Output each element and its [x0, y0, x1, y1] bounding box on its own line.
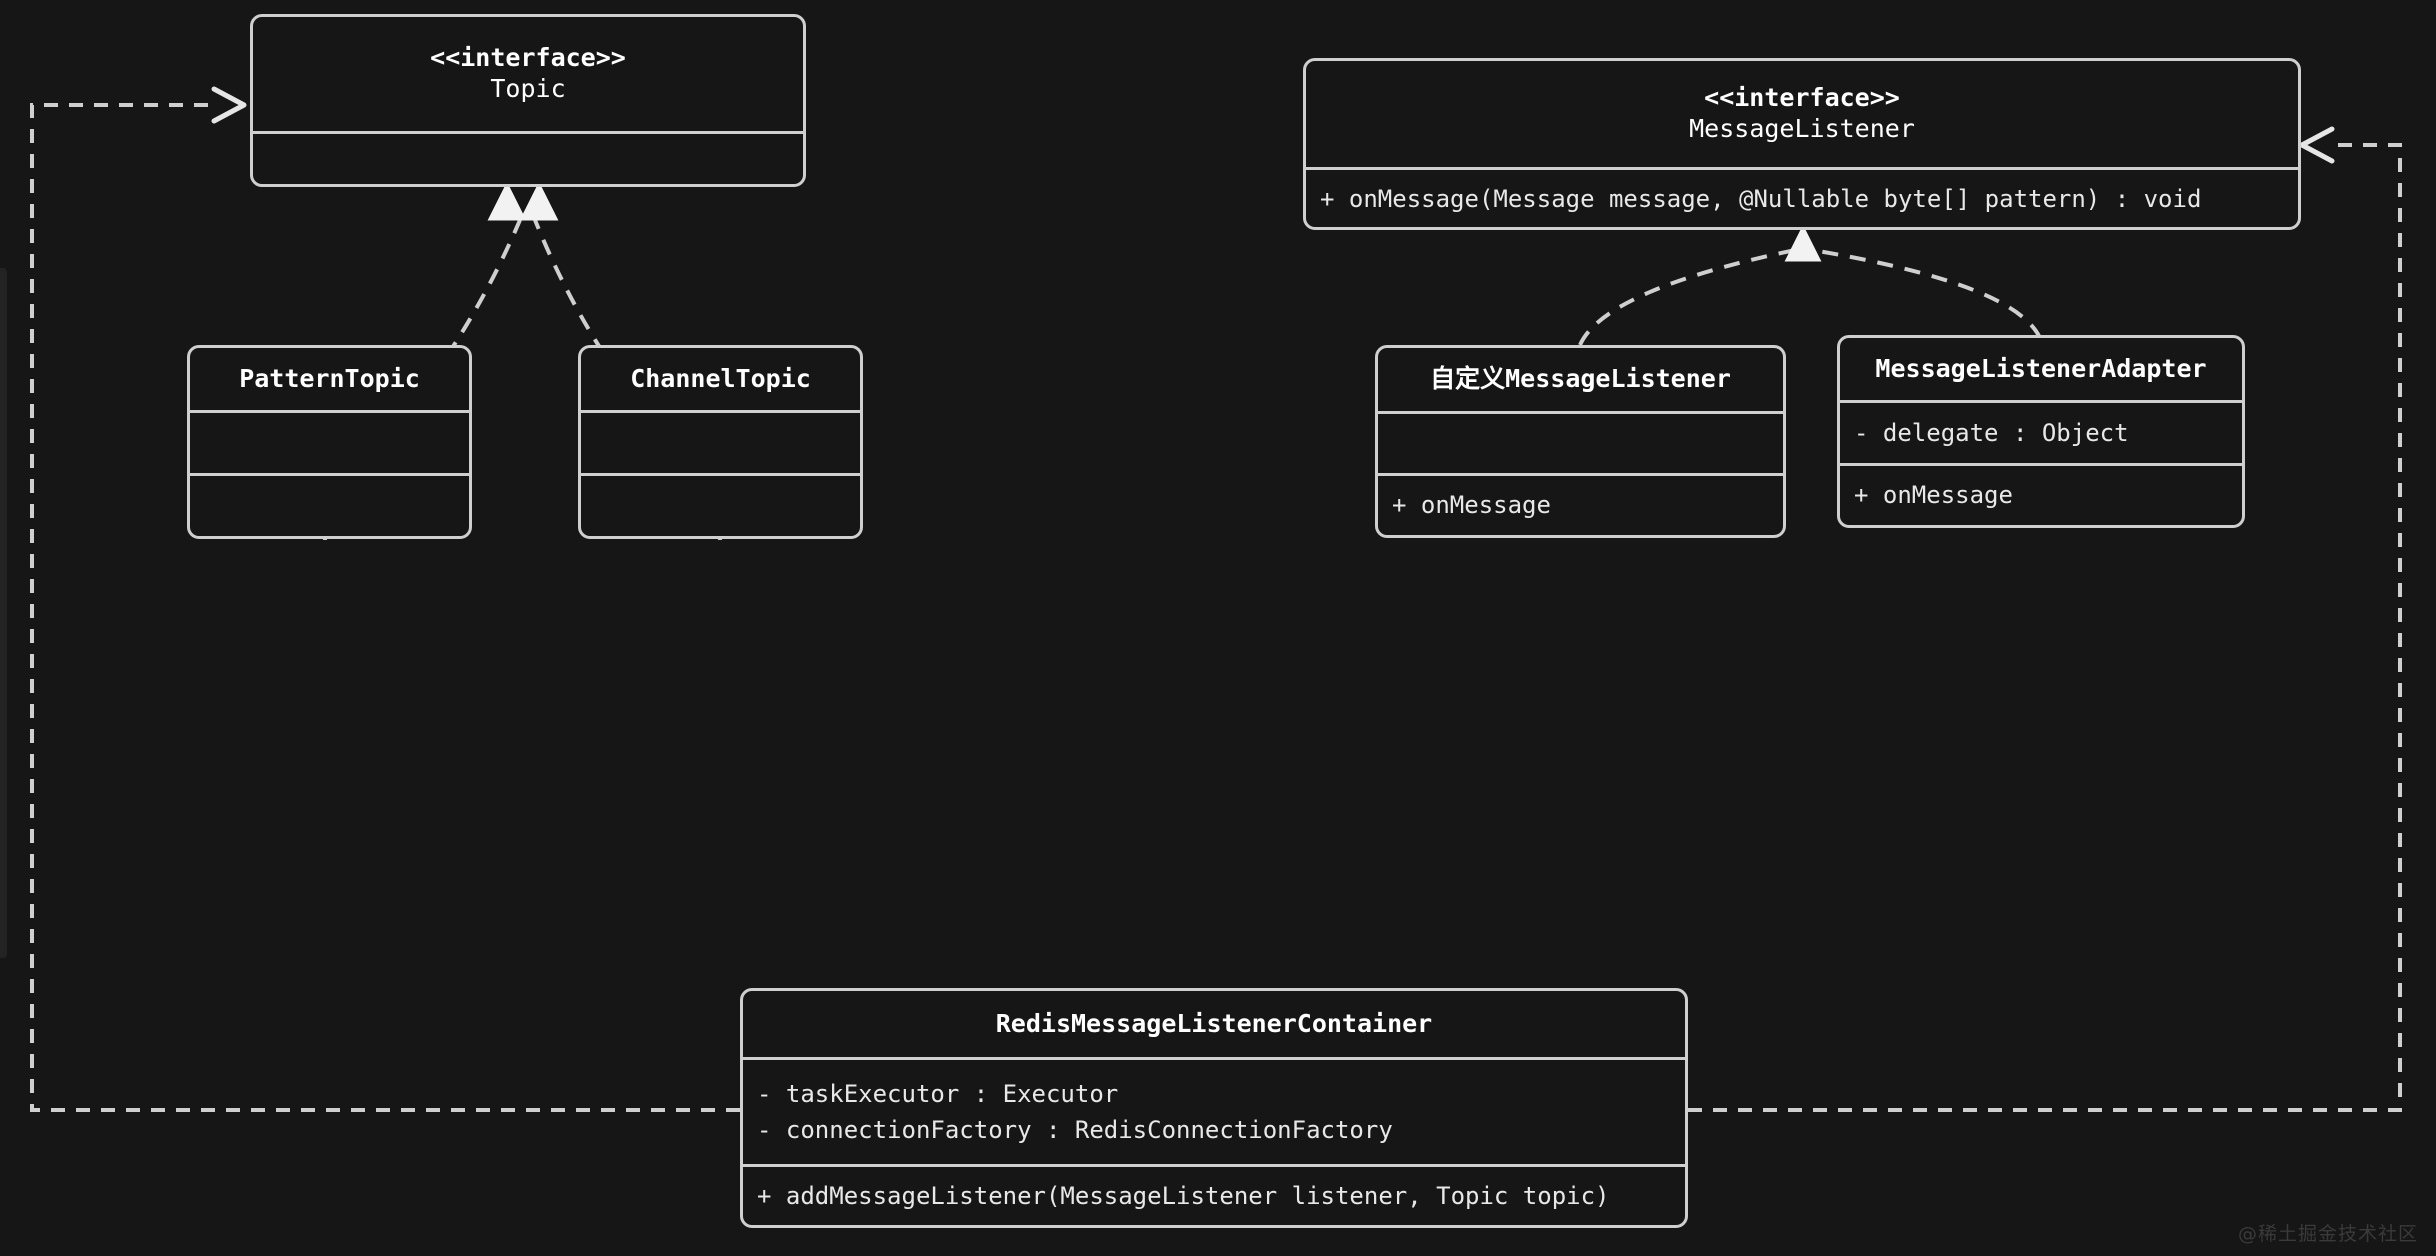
realization-line-custom-listener [1578, 248, 1796, 346]
topic-members-compartment [253, 130, 803, 184]
messagelistener-method-onmessage: + onMessage(Message message, @Nullable b… [1320, 184, 2202, 213]
realization-messagelistener-group [1578, 224, 2042, 346]
topic-title-compartment: <<interface>> Topic [253, 17, 803, 131]
patterntopic-attributes-compartment [190, 409, 469, 473]
channeltopic-methods-compartment [581, 472, 860, 536]
topic-stereotype: <<interface>> [430, 43, 626, 73]
container-attribute-taskexecutor: - taskExecutor : Executor [757, 1080, 1119, 1108]
container-methods-compartment: + addMessageListener(MessageListener lis… [743, 1164, 1685, 1225]
dependency-line-messagelistener [1688, 143, 2402, 1112]
watermark: @稀土掘金技术社区 [2237, 1223, 2418, 1245]
dependency-line-topic [30, 103, 740, 1112]
adapter-classname: MessageListenerAdapter [1875, 353, 2207, 383]
class-box-messagelistener[interactable]: <<interface>> MessageListener + onMessag… [1303, 58, 2301, 230]
patterntopic-title-compartment: PatternTopic [190, 348, 469, 410]
adapter-methods-compartment: + onMessage [1840, 462, 2242, 525]
topic-classname: Topic [490, 74, 566, 104]
realization-arrowhead-patterntopic [487, 181, 527, 221]
left-edge-strip [0, 268, 7, 958]
adapter-title-compartment: MessageListenerAdapter [1840, 338, 2242, 400]
class-box-topic[interactable]: <<interface>> Topic [250, 14, 806, 187]
container-method-addmessagelistener: + addMessageListener(MessageListener lis… [757, 1182, 1610, 1210]
custom-listener-attributes-compartment [1378, 410, 1783, 473]
realization-line-listener-adapter [1811, 248, 2042, 339]
custom-listener-method-onmessage: + onMessage [1392, 491, 1551, 520]
custom-listener-methods-compartment: + onMessage [1378, 472, 1783, 535]
patterntopic-classname: PatternTopic [239, 363, 420, 393]
adapter-attribute-delegate: - delegate : Object [1854, 418, 2129, 447]
class-box-redismessagelistenercontainer[interactable]: RedisMessageListenerContainer - taskExec… [740, 988, 1688, 1228]
messagelistener-title-compartment: <<interface>> MessageListener [1306, 61, 2298, 167]
container-title-compartment: RedisMessageListenerContainer [743, 991, 1685, 1057]
adapter-method-onmessage: + onMessage [1854, 481, 2013, 510]
channeltopic-attributes-compartment [581, 409, 860, 473]
custom-listener-classname: 自定义MessageListener [1430, 364, 1731, 394]
class-box-custom-messagelistener[interactable]: 自定义MessageListener + onMessage [1375, 345, 1786, 538]
messagelistener-methods-compartment: + onMessage(Message message, @Nullable b… [1306, 167, 2298, 227]
container-attributes-compartment: - taskExecutor : Executor - connectionFa… [743, 1057, 1685, 1164]
dependency-container-to-topic [30, 86, 740, 1112]
class-box-messagelisteneradapter[interactable]: MessageListenerAdapter - delegate : Obje… [1837, 335, 2245, 528]
adapter-attributes-compartment: - delegate : Object [1840, 399, 2242, 463]
container-classname: RedisMessageListenerContainer [995, 1008, 1433, 1038]
channeltopic-classname: ChannelTopic [630, 363, 811, 393]
dependency-arrowhead-topic [211, 86, 247, 124]
realization-arrowhead-messagelistener [1784, 224, 1822, 262]
channeltopic-title-compartment: ChannelTopic [581, 348, 860, 410]
messagelistener-classname: MessageListener [1689, 114, 1915, 144]
patterntopic-methods-compartment [190, 472, 469, 536]
custom-listener-title-compartment: 自定义MessageListener [1378, 348, 1783, 411]
dependency-arrowhead-messagelistener [2299, 126, 2335, 164]
messagelistener-stereotype: <<interface>> [1704, 83, 1900, 113]
class-box-patterntopic[interactable]: PatternTopic [187, 345, 472, 539]
dependency-container-to-messagelistener [1688, 126, 2402, 1112]
class-box-channeltopic[interactable]: ChannelTopic [578, 345, 863, 539]
container-attribute-connectionfactory: - connectionFactory : RedisConnectionFac… [757, 1116, 1393, 1144]
realization-arrowhead-channeltopic [519, 181, 559, 221]
